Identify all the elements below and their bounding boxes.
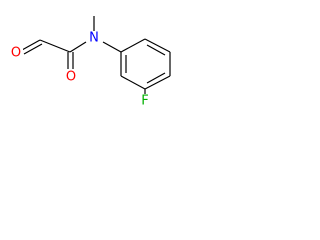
bond-c-c bbox=[39, 39, 71, 53]
bonds bbox=[21, 16, 171, 96]
molecule-canvas: O O N F bbox=[0, 0, 202, 108]
structure-diagram: O O N F bbox=[10, 16, 171, 109]
fluorine-label: F bbox=[141, 94, 148, 109]
aldehyde-oxygen-label: O bbox=[11, 46, 21, 61]
amide-nitrogen-label: N bbox=[89, 31, 99, 46]
bond-c-n bbox=[69, 41, 87, 53]
ring-inner-bond-1 bbox=[146, 44, 166, 56]
bond-aldehyde-co-1 bbox=[21, 39, 41, 51]
ring-bond-4 bbox=[144, 75, 171, 90]
bond-aldehyde-co-2 bbox=[23, 43, 43, 55]
ring-inner-bond-2 bbox=[146, 72, 166, 84]
atom-labels: O O N F bbox=[10, 31, 152, 109]
ring-bond-2 bbox=[144, 38, 171, 53]
bond-n-aryl bbox=[102, 41, 122, 53]
ring-bond-1 bbox=[120, 38, 146, 53]
amide-oxygen-label: O bbox=[66, 70, 76, 85]
ring-bond-5 bbox=[120, 75, 146, 90]
